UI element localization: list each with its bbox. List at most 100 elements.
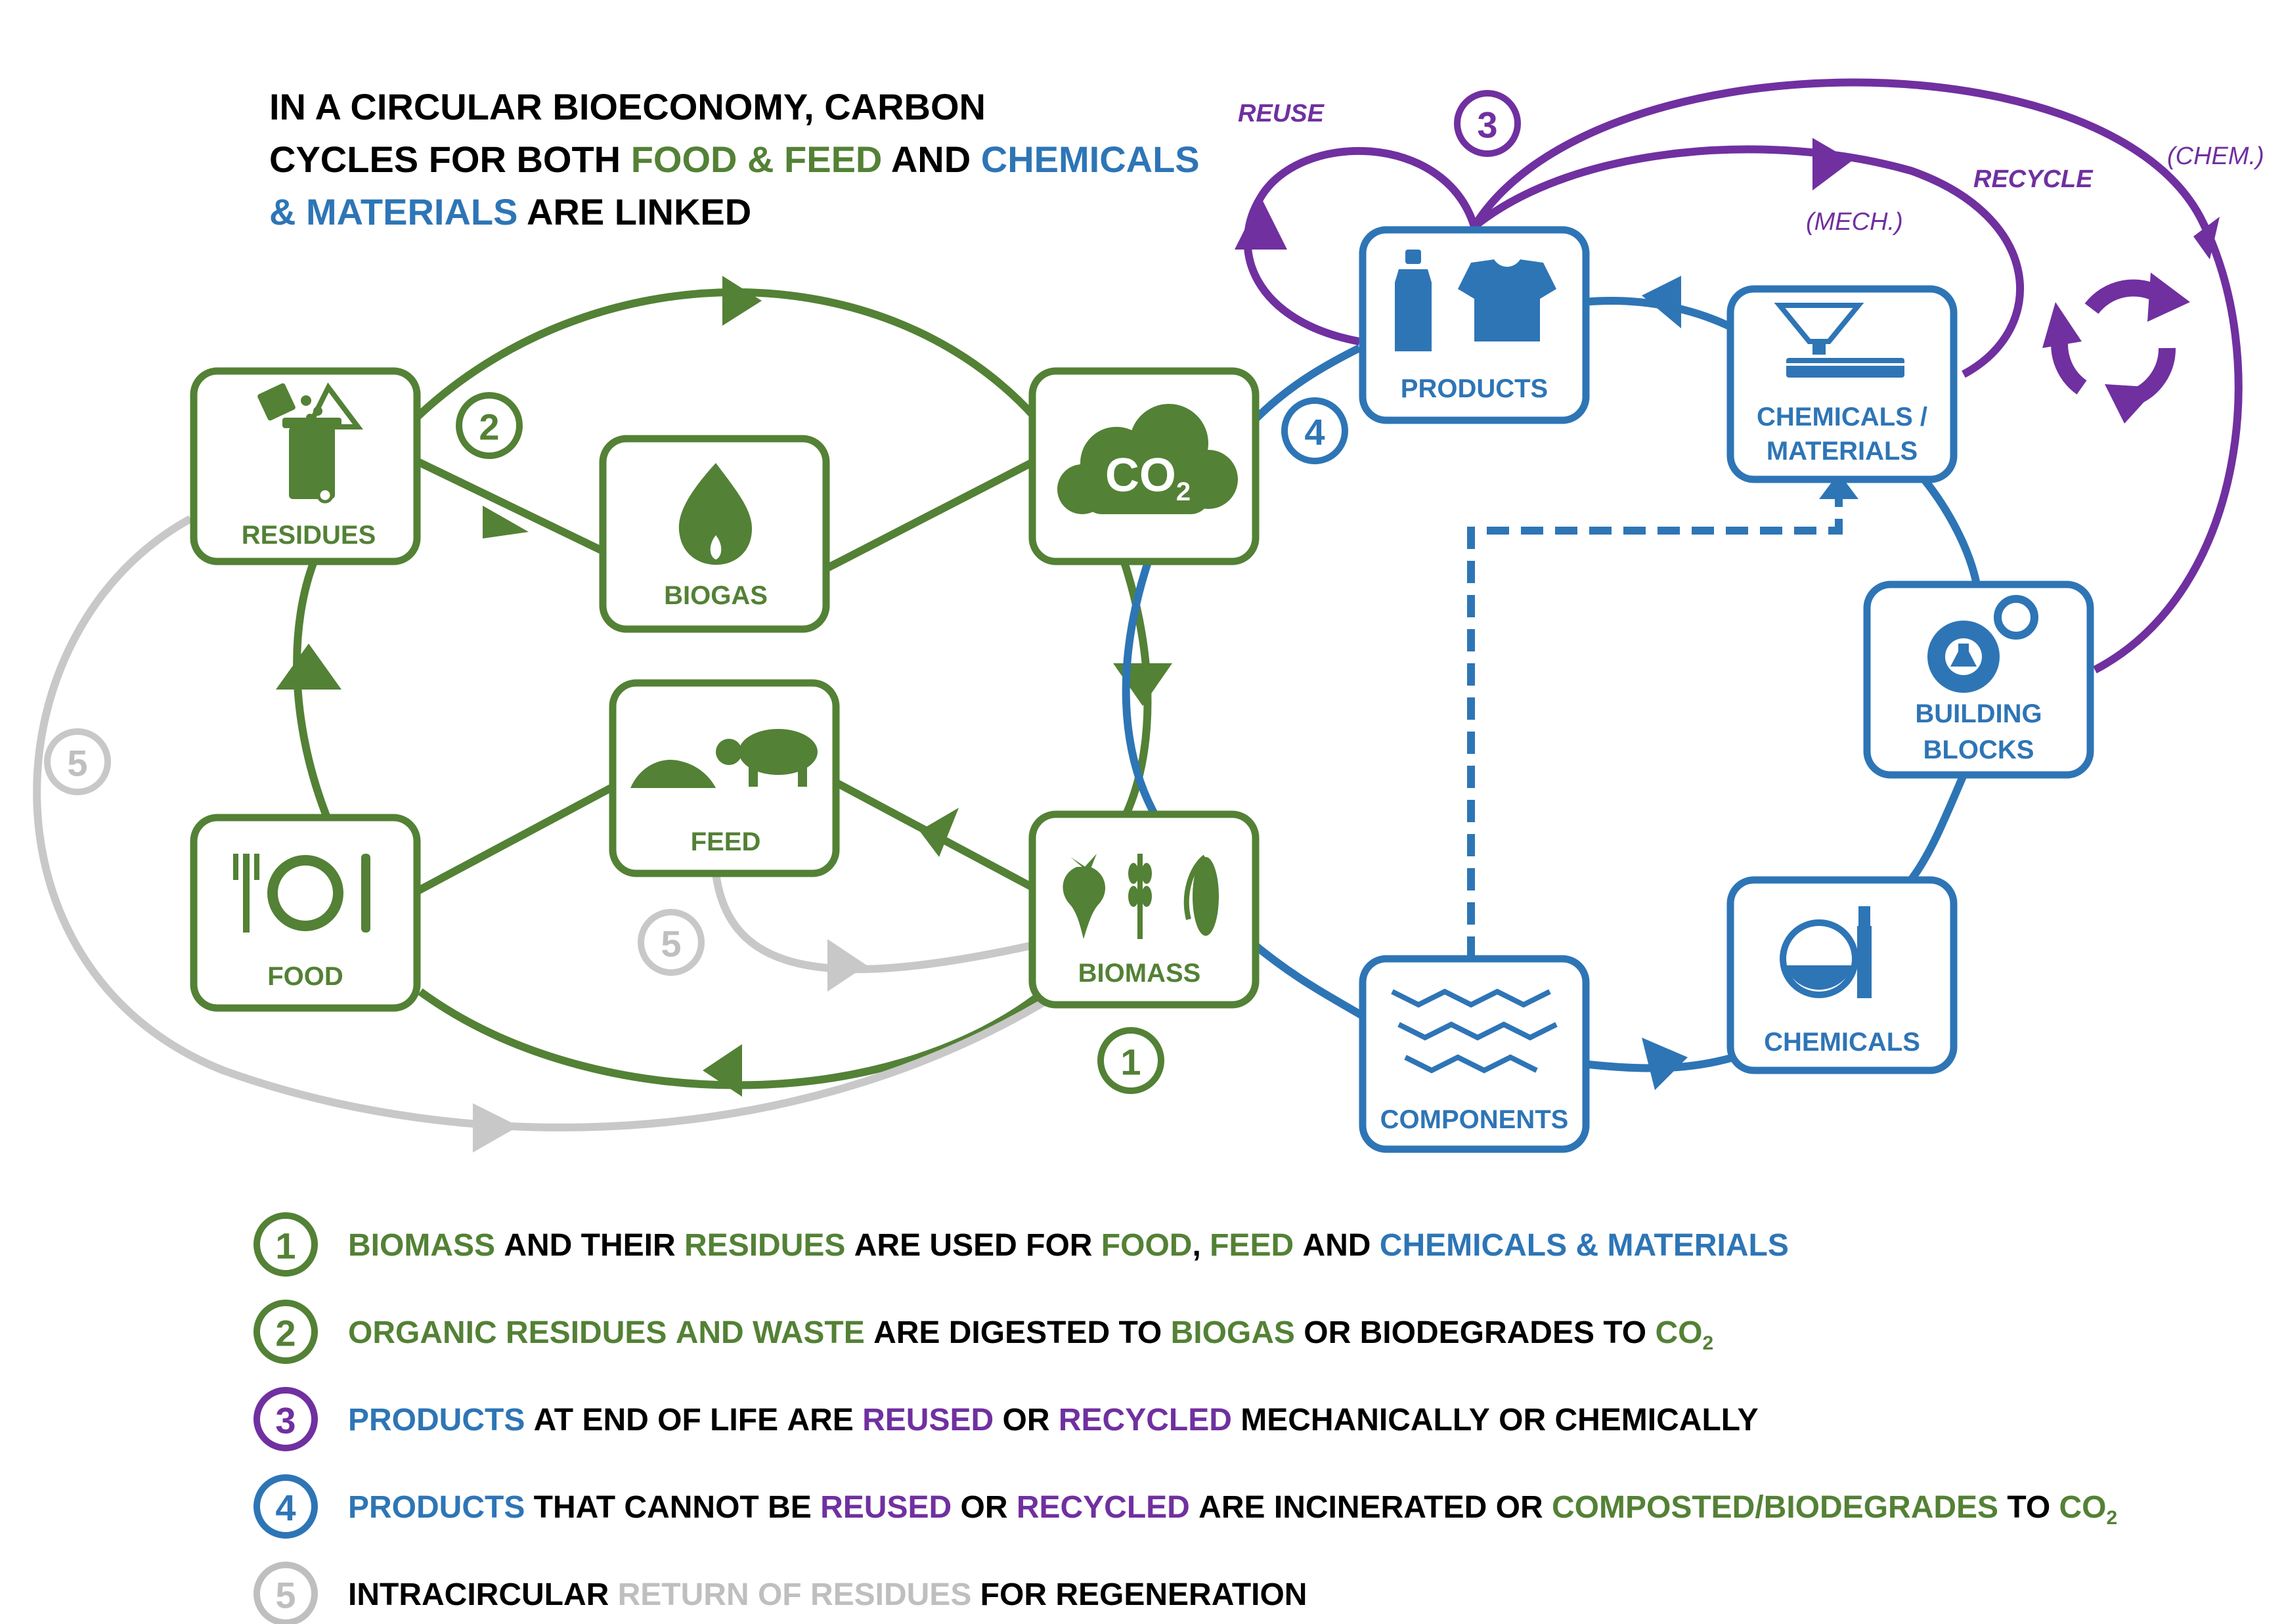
legend: 1 BIOMASS AND THEIR RESIDUES ARE USED FOR… [253, 1212, 2117, 1624]
legend-text-part: AND [1294, 1228, 1380, 1263]
legend-text-part: AT END OF LIFE ARE [525, 1403, 862, 1437]
arrow-recycle-chem [2193, 217, 2220, 259]
svg-text:1: 1 [1120, 1042, 1141, 1083]
legend-text-part: BIOMASS [348, 1228, 495, 1263]
node-co2: CO2 [1028, 367, 1260, 565]
legend-text-part: CO [2059, 1490, 2107, 1525]
legend-text-part: RESIDUES [684, 1228, 845, 1263]
node-chemicals-materials: CHEMICALS / MATERIALS [1726, 285, 1958, 483]
purple-arrowheads [1235, 138, 2220, 259]
legend-text-part: REUSED [820, 1490, 952, 1525]
node-chemmat-label-2: MATERIALS [1767, 437, 1918, 466]
node-residues: RESIDUES [190, 367, 421, 565]
svg-text:5: 5 [661, 923, 681, 965]
molecule-chain-icon [1391, 988, 1558, 1074]
arrow-biomass-feed [919, 808, 959, 857]
legend-number: 3 [275, 1400, 296, 1441]
line-chem-building [1921, 477, 1981, 586]
legend-text-part: RETURN OF RESIDUES [618, 1577, 972, 1612]
flame-icon [678, 463, 752, 565]
line-biogas-co2 [819, 456, 1040, 575]
blue-dashed-path [1467, 493, 1843, 959]
node-food-label: FOOD [267, 962, 343, 991]
node-components: COMPONENTS [1359, 955, 1590, 1153]
number-circle-1: 1 [1097, 1027, 1164, 1094]
line-feed-food [412, 784, 613, 897]
svg-text:2: 2 [479, 406, 499, 448]
title-line-2-a: CYCLES FOR BOTH [269, 139, 631, 180]
co2-cloud-text: CO2 [1105, 449, 1191, 506]
blue-arrow-chem-products [1642, 276, 1681, 328]
svg-text:4: 4 [1304, 412, 1325, 453]
blue-cycle-paths [1122, 297, 1981, 1072]
arrow-residues-biogas [483, 506, 529, 538]
label-reuse: REUSE [1238, 100, 1325, 127]
node-building-label-1: BUILDING [1915, 699, 2042, 728]
line-residues-biogas [412, 456, 606, 556]
legend-number-circle [253, 1387, 318, 1451]
extruder-icon [1774, 303, 1904, 378]
livestock-icon [630, 729, 818, 788]
node-feed: FEED [609, 679, 840, 877]
legend-text-part: REUSED [862, 1403, 994, 1437]
diagram-title: IN A CIRCULAR BIOECONOMY, CARBON CYCLES … [269, 86, 1200, 232]
line-co2-biomass-blue [1122, 557, 1166, 830]
recycle-chem-loop [1470, 78, 2243, 674]
bottle-shirt-icon [1395, 250, 1556, 351]
node-biogas-label: BIOGAS [664, 581, 768, 610]
node-residues-label: RESIDUES [242, 521, 376, 550]
blue-arrowheads [1642, 276, 1858, 1090]
legend-number: 1 [275, 1225, 296, 1267]
legend-text-part: 2 [2107, 1507, 2118, 1529]
node-food: FOOD [190, 814, 421, 1012]
legend-item: 1 BIOMASS AND THEIR RESIDUES ARE USED FOR… [253, 1212, 1789, 1277]
legend-item: 4 PRODUCTS THAT CANNOT BE REUSED OR RECYC… [253, 1474, 2117, 1539]
arrow-reuse [1235, 197, 1287, 250]
svg-text:5: 5 [67, 743, 87, 784]
node-biogas: BIOGAS [599, 435, 830, 633]
title-line-3: & MATERIALS ARE LINKED [269, 191, 751, 232]
legend-text-part: TO [1998, 1490, 2059, 1525]
legend-text: ORGANIC RESIDUES AND WASTE ARE DIGESTED … [348, 1315, 1713, 1354]
grey-arrow-outer [473, 1103, 519, 1152]
number-circle-3: 3 [1454, 90, 1521, 157]
legend-text-part: ARE INCINERATED OR [1190, 1490, 1552, 1525]
reuse-loop [1243, 146, 1478, 345]
legend-text-part: THAT CANNOT BE [525, 1490, 820, 1525]
crops-icon [1063, 854, 1219, 939]
title-line-2: CYCLES FOR BOTH FOOD & FEED AND CHEMICAL… [269, 139, 1200, 180]
line-co2-products [1251, 344, 1361, 424]
legend-text-part: MECHANICALLY OR CHEMICALLY [1232, 1403, 1759, 1437]
legend-text-part: ORGANIC RESIDUES AND WASTE [348, 1315, 865, 1350]
arrow-bottom-arc [703, 1044, 742, 1097]
node-biomass: BIOMASS [1028, 810, 1260, 1009]
legend-text: BIOMASS AND THEIR RESIDUES ARE USED FOR … [348, 1228, 1789, 1263]
legend-text-part: AND THEIR [495, 1228, 684, 1263]
grey-outer-return [33, 515, 1053, 1131]
title-chemicals: CHEMICALS [981, 139, 1200, 180]
legend-text-part: FOOD [1101, 1228, 1193, 1263]
blue-arrow-components-chemicals [1642, 1038, 1688, 1090]
node-components-label: COMPONENTS [1380, 1105, 1569, 1134]
purple-paths [1243, 78, 2243, 674]
legend-number-circle [253, 1212, 318, 1277]
legend-number: 4 [275, 1487, 296, 1529]
arrow-top-arc [722, 276, 762, 326]
title-line-2-c: AND [882, 139, 980, 180]
recycle-mech-loop [1472, 145, 2024, 378]
legend-text-part: PRODUCTS [348, 1403, 525, 1437]
number-circle-2: 2 [456, 392, 523, 459]
legend-number: 5 [275, 1575, 296, 1616]
node-chemmat-label-1: CHEMICALS / [1757, 403, 1927, 431]
trash-bin-icon [257, 382, 363, 504]
title-materials: & MATERIALS [269, 191, 518, 232]
label-chem: (CHEM.) [2167, 143, 2264, 170]
grey-arrow-inner [827, 939, 867, 992]
legend-text: PRODUCTS THAT CANNOT BE REUSED OR RECYCL… [348, 1490, 2117, 1529]
node-feed-label: FEED [691, 827, 761, 856]
grey-arrowheads [473, 939, 867, 1152]
legend-text-part: OR [952, 1490, 1017, 1525]
